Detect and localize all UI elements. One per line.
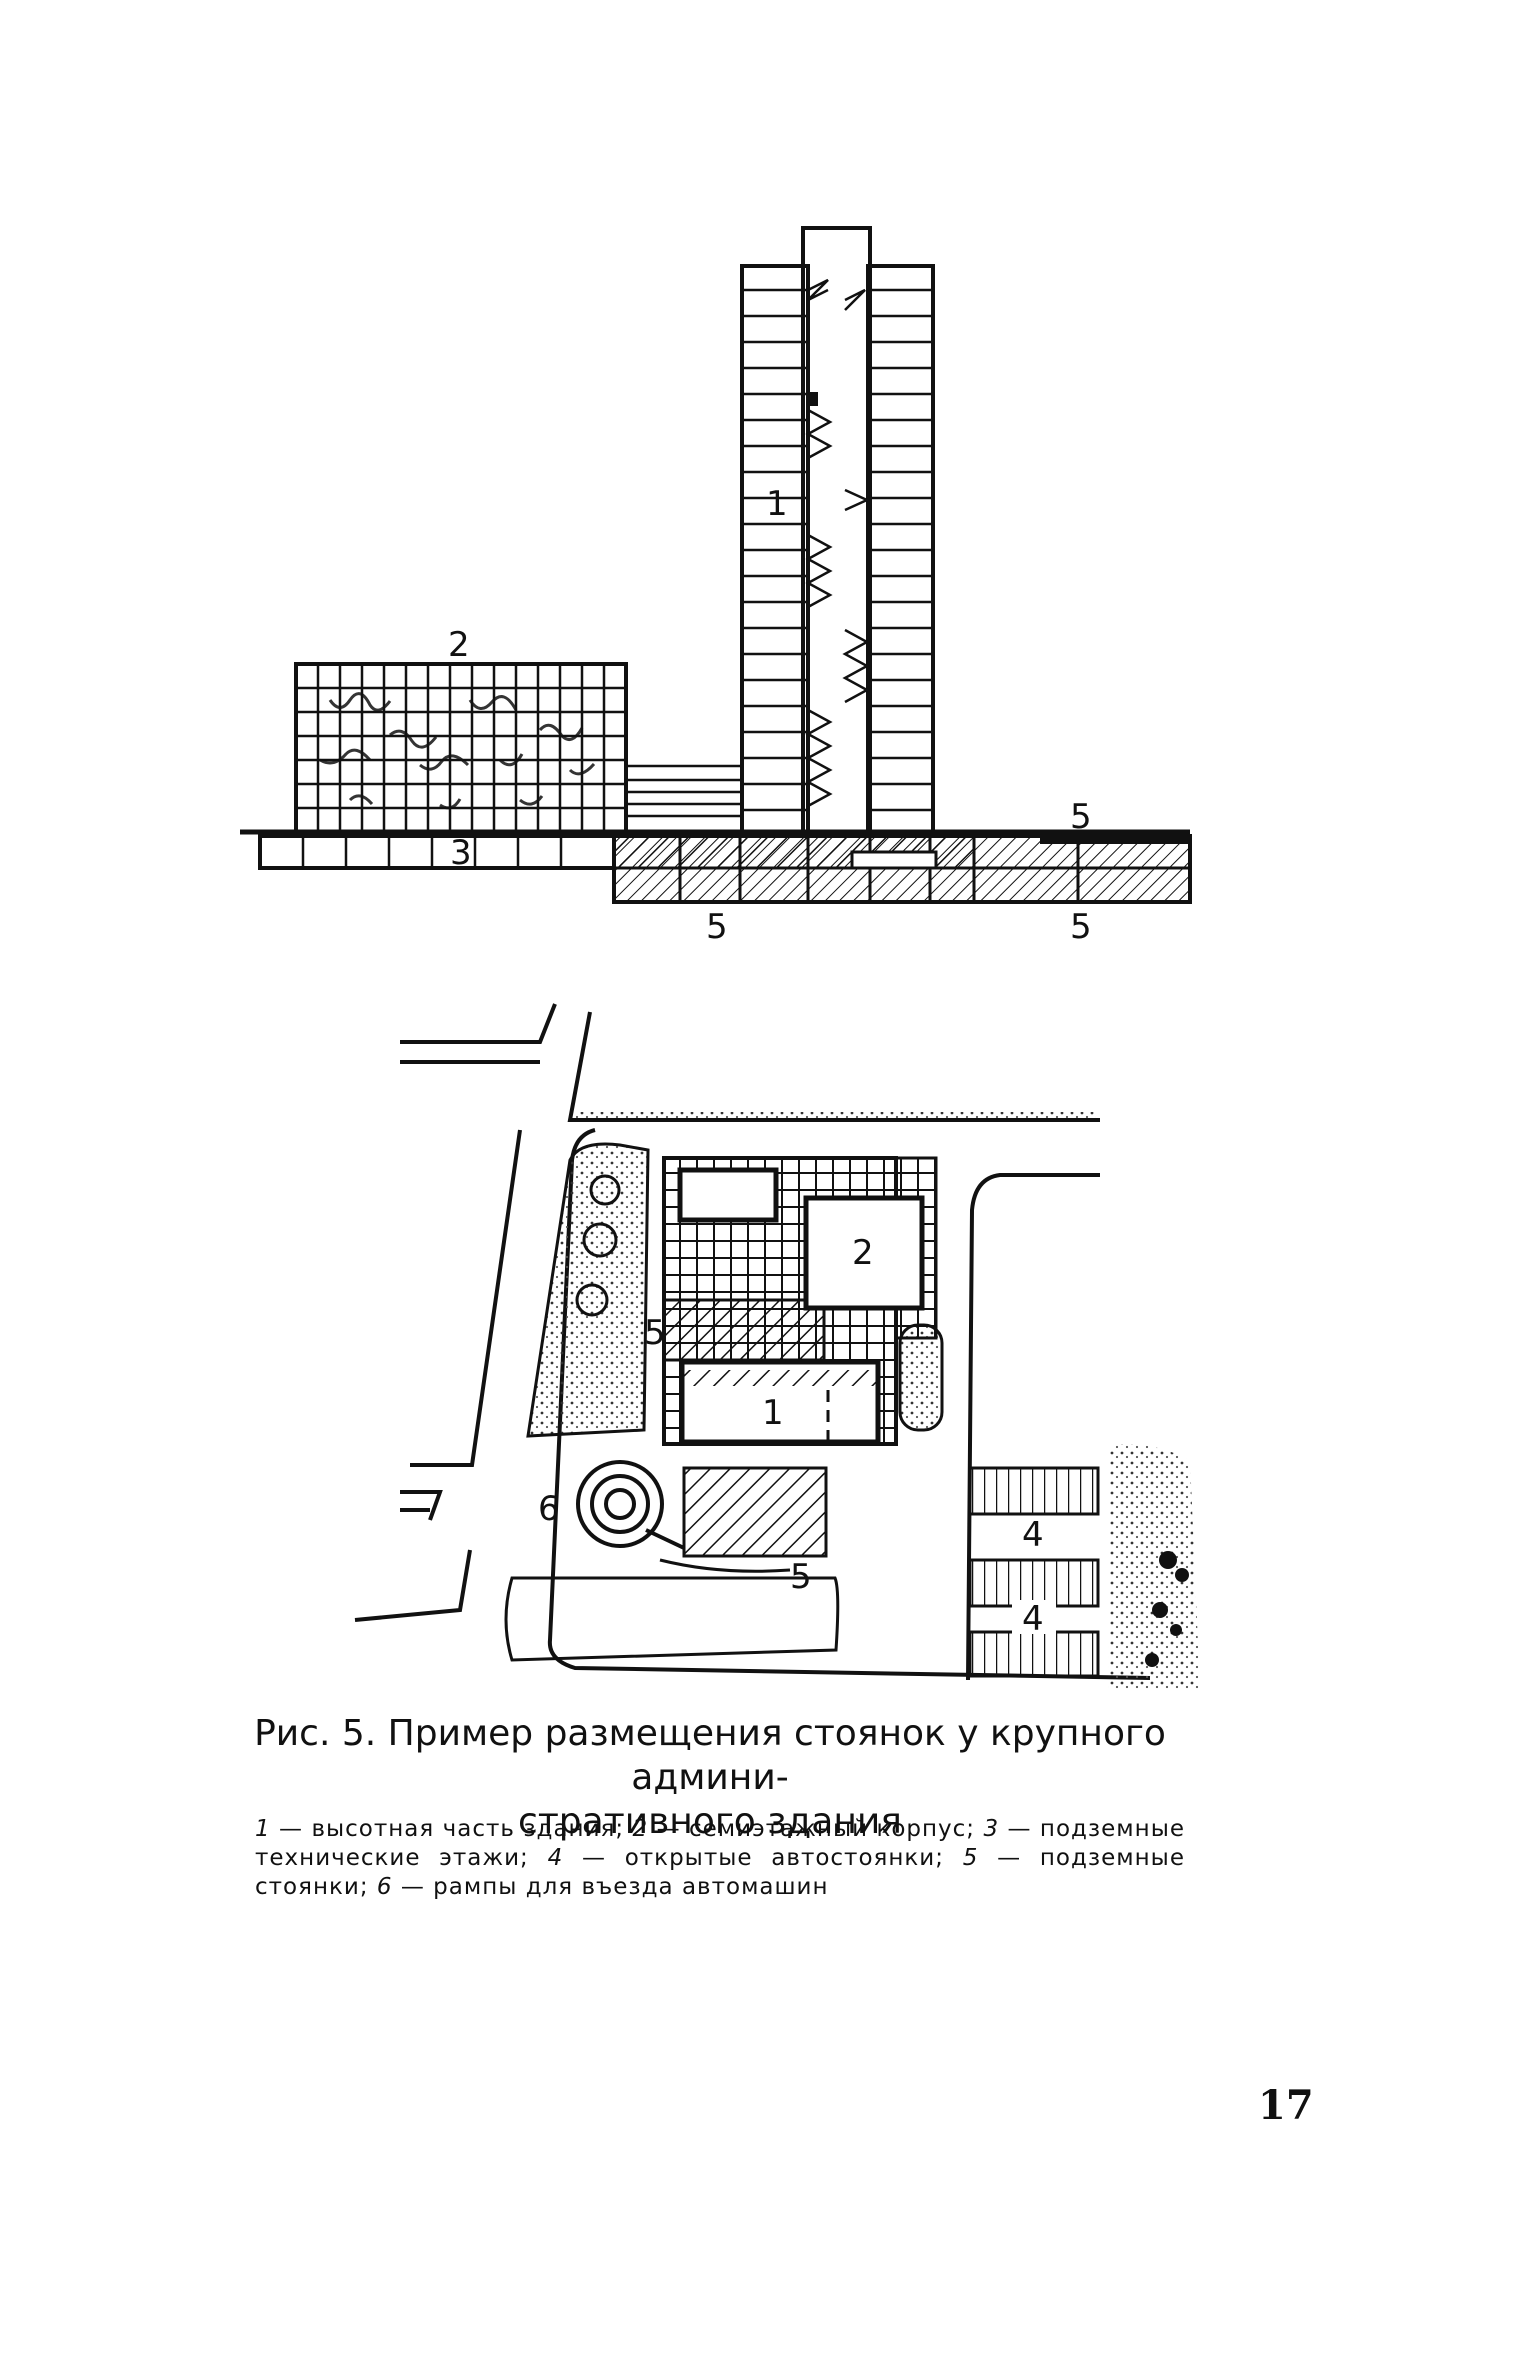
green-areas [526, 1142, 1200, 1690]
plan-open-parking: 4 4 [968, 1466, 1100, 1678]
plan-label-open-parking-2: 4 [1022, 1599, 1044, 1639]
caption-legend: 1 — высотная часть здания; 2 — семиэтажн… [255, 1815, 1185, 1902]
page-number: 17 [1258, 2082, 1314, 2129]
tower-label: 1 [766, 484, 788, 524]
plan-label-ramp: 6 [538, 1489, 560, 1529]
technical-floors-3: 3 [258, 833, 616, 873]
elevation-section: 1 2 [240, 226, 1192, 947]
plan-block-2: 2 [803, 1195, 925, 1311]
street-edge-band [576, 1112, 1096, 1120]
connecting-link [626, 764, 742, 818]
legend-item: 6 — рампы для въезда автомашин [376, 1874, 829, 1900]
site-plan: 5 2 1 5 6 [354, 1003, 1200, 1690]
legend-item: 5 — подземные стоянки; [255, 1845, 1185, 1900]
plan-label-tower: 1 [762, 1393, 784, 1433]
plan-label-block: 2 [852, 1233, 874, 1273]
tower-floor-lines [742, 288, 806, 812]
parking-label-right-top: 5 [1070, 797, 1092, 837]
legend-item: 4 — открытые автостоянки; [547, 1845, 963, 1871]
plan-tower-1: 1 [679, 1359, 881, 1445]
caption-title: Рис. 5. Пример размещения стоянок у круп… [230, 1712, 1190, 1844]
legend-item: 3 — подземные технические этажи; [255, 1816, 1186, 1871]
plan-underground-parking: 5 [659, 1466, 828, 1597]
tower-elevation: 1 [740, 226, 935, 836]
block-label: 2 [448, 625, 470, 665]
tower-floor-lines [870, 288, 933, 812]
parking-label-left: 5 [706, 907, 728, 947]
stair-zigzags [805, 278, 871, 808]
plan-ramp: 6 [538, 1460, 685, 1550]
figure-caption: Рис. 5. Пример размещения стоянок у круп… [230, 1712, 1190, 1844]
block-elevation: 2 [294, 625, 628, 834]
caption-title-line1: Рис. 5. Пример размещения стоянок у круп… [254, 1713, 1166, 1798]
lower-green-strip [504, 1576, 840, 1662]
plan-label-underground-parking: 5 [644, 1313, 666, 1353]
plan-label-open-parking-1: 4 [1022, 1515, 1044, 1555]
legend-item: 1 — высотная часть здания; [255, 1816, 633, 1842]
block-scribbles [319, 692, 596, 810]
underground-parking-section: 5 5 5 [612, 797, 1192, 947]
legend-item: 2 — семиэтажный корпус; [632, 1816, 984, 1842]
caption-title-line2: стративного здания [518, 1801, 902, 1842]
technical-floors-label: 3 [450, 833, 472, 873]
parking-label-right-bottom: 5 [1070, 907, 1092, 947]
